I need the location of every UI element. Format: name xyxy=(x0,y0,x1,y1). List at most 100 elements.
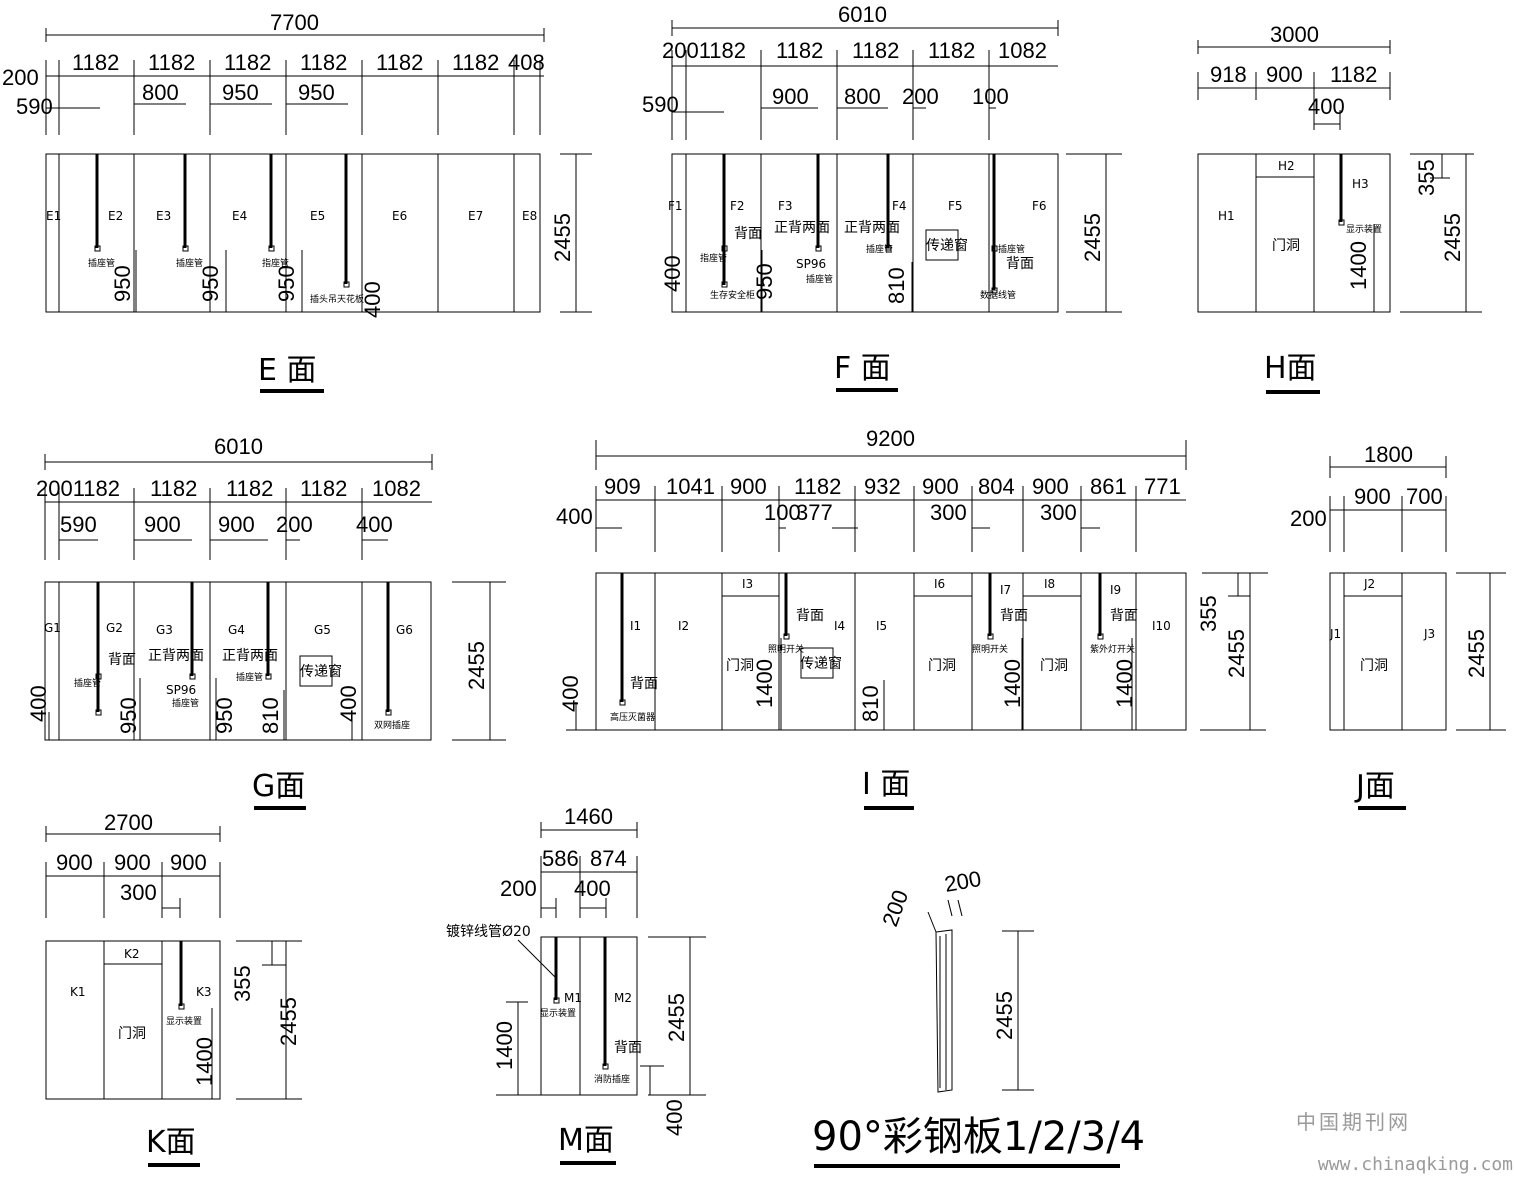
g-small-4: 双网插座 xyxy=(374,719,410,731)
m-title: M面 xyxy=(558,1123,614,1158)
e-vdim-2: 950 xyxy=(198,265,223,302)
f-height-dim: 2455 xyxy=(1080,213,1105,262)
g-dim-4: 1182 xyxy=(300,476,347,501)
steel-panel-detail: 200 200 2455 90°彩钢板1/2/3/4 xyxy=(812,866,1145,1168)
elevation-k: 2700 900 900 900 300 显示装置 K1 K2 K3 门洞 14… xyxy=(45,810,302,1167)
f-total-dim: 6010 xyxy=(838,2,887,27)
g-sub-4: 200 xyxy=(276,512,313,537)
i-small-2: 照明开关 xyxy=(768,643,804,655)
j-door: 门洞 xyxy=(1360,658,1388,674)
i-dim-6: 900 xyxy=(922,474,959,499)
e-socket-3: 指座管 xyxy=(262,257,289,269)
j-panel-2: J2 xyxy=(1363,577,1375,591)
m-vdim-1: 1400 xyxy=(492,1021,517,1070)
e-dim-2: 1182 xyxy=(72,50,119,75)
h-panel-1: H1 xyxy=(1218,209,1235,223)
e-panel-4: E4 xyxy=(232,209,247,223)
e-panel-6: E6 xyxy=(392,209,407,223)
i-panel-5: I5 xyxy=(876,619,887,633)
g-sub-3: 900 xyxy=(218,512,255,537)
i-sub-4: 300 xyxy=(930,500,967,525)
k-height-dim: 2455 xyxy=(276,997,301,1046)
e-panel-1: E1 xyxy=(46,209,61,223)
f-small-3: 插座管 xyxy=(806,273,833,285)
j-dim-2: 900 xyxy=(1354,484,1391,509)
f-small-5: 插座管 xyxy=(998,243,1025,255)
m-vdim-2: 400 xyxy=(662,1099,687,1136)
g-label-3: 正背两面 xyxy=(222,648,278,664)
i-dim-8: 900 xyxy=(1032,474,1069,499)
e-panel-3: E3 xyxy=(156,209,171,223)
e-panel-7: E7 xyxy=(468,209,483,223)
h-vdim: 1400 xyxy=(1346,241,1371,290)
f-panel-1: F1 xyxy=(668,199,683,213)
e-title: E 面 xyxy=(258,353,317,388)
h-height-dim: 2455 xyxy=(1440,213,1465,262)
g-total-dim: 6010 xyxy=(214,434,263,459)
i-panel-4: I4 xyxy=(834,619,845,633)
e-socket-2: 插座管 xyxy=(176,257,203,269)
f-sub-2: 900 xyxy=(772,84,809,109)
i-sub-5: 300 xyxy=(1040,500,1077,525)
i-label-3: 背面 xyxy=(1000,608,1028,624)
e-vdim-1: 950 xyxy=(110,265,135,302)
k-dim-2: 900 xyxy=(114,850,151,875)
i-dim-1: 909 xyxy=(604,474,641,499)
i-small-4: 紫外灯开关 xyxy=(1090,643,1135,655)
f-title: F 面 xyxy=(834,351,891,386)
i-label-1: 背面 xyxy=(630,676,658,692)
f-label-4: 背面 xyxy=(1006,256,1034,272)
f-sp-label: SP96 xyxy=(796,257,826,271)
g-panel-6: G6 xyxy=(396,623,413,637)
e-dim-4: 1182 xyxy=(224,50,271,75)
steel-dim-b: 200 xyxy=(943,866,984,897)
g-label-1: 背面 xyxy=(108,652,136,668)
g-title: G面 xyxy=(252,769,305,804)
g-sub-5: 400 xyxy=(356,512,393,537)
g-panel-3: G3 xyxy=(156,623,173,637)
e-dim-6: 1182 xyxy=(376,50,423,75)
g-vdim-1: 400 xyxy=(26,685,51,722)
j-dim-3: 700 xyxy=(1406,484,1443,509)
g-dim-5: 1082 xyxy=(372,476,421,501)
e-sub-3: 950 xyxy=(222,80,259,105)
h-dim-1: 918 xyxy=(1210,62,1247,87)
g-window: 传递窗 xyxy=(300,663,342,680)
f-label-1: 背面 xyxy=(734,226,762,242)
k-title: K面 xyxy=(146,1125,196,1160)
k-dim-1: 900 xyxy=(56,850,93,875)
i-sub-3: 377 xyxy=(796,500,833,525)
m-small-1: 显示装置 xyxy=(540,1007,576,1019)
m-sub-2: 400 xyxy=(574,876,611,901)
e-sub-2: 800 xyxy=(142,80,179,105)
g-small-1: 插座管 xyxy=(74,677,101,689)
i-door-2: 门洞 xyxy=(928,658,956,674)
m-small-2: 消防插座 xyxy=(594,1073,630,1085)
h-small: 显示装置 xyxy=(1346,223,1382,235)
f-small-2: 生存安全柜 xyxy=(710,289,755,301)
f-small-1: 指座管 xyxy=(700,252,727,264)
e-sub-4: 950 xyxy=(298,80,335,105)
i-dim-2: 1041 xyxy=(666,474,715,499)
f-dim-1: 2001182 xyxy=(662,38,746,63)
elevation-h: 3000 918 900 1182 400 显示装置 H1 H2 H3 门洞 1… xyxy=(1197,22,1482,394)
i-label-4: 背面 xyxy=(1110,608,1138,624)
m-dim-1: 586 xyxy=(542,846,579,871)
f-dim-3: 1182 xyxy=(852,38,899,63)
i-panel-10: I10 xyxy=(1152,619,1171,633)
i-dim-3: 900 xyxy=(730,474,767,499)
i-panel-2: I2 xyxy=(678,619,689,633)
g-sub-1: 590 xyxy=(60,512,97,537)
i-vdim-4: 1400 xyxy=(1000,659,1025,708)
elevation-e: 7700 200 1182 1182 1182 1182 1182 1182 4… xyxy=(2,10,592,393)
g-dim-1: 2001182 xyxy=(36,476,120,501)
h-panel-2: H2 xyxy=(1278,159,1295,173)
k-top-dim: 355 xyxy=(230,965,255,1002)
i-vdim-1: 400 xyxy=(558,675,583,712)
e-note-2: 400 xyxy=(360,281,385,318)
g-small-3: 插座管 xyxy=(236,671,263,683)
elevation-j: 1800 200 900 700 J1 J2 J3 门洞 2455 J面 xyxy=(1290,442,1506,810)
j-dim-1: 200 xyxy=(1290,506,1327,531)
f-dim-4: 1182 xyxy=(928,38,975,63)
h-dim-3: 1182 xyxy=(1330,62,1377,87)
